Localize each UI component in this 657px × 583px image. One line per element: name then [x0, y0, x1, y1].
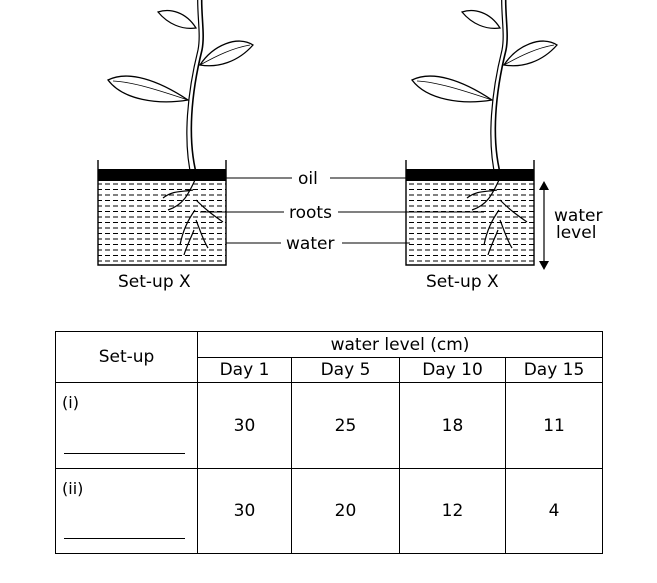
setup-left: Set-up X — [97, 0, 254, 292]
setup-right: Set-up X — [405, 0, 558, 292]
cell-value: 30 — [197, 382, 292, 469]
answer-blank — [64, 453, 185, 454]
cell-value: 25 — [291, 382, 400, 469]
setup-left-caption: Set-up X — [118, 272, 191, 292]
header-water-level: water level (cm) — [196, 331, 604, 358]
cell-value: 30 — [197, 468, 292, 554]
label-water-level-1: water — [554, 206, 602, 226]
row-id: (ii) — [62, 479, 84, 498]
experiment-diagram: Set-up X Set-up X oil roots water water … — [97, 0, 602, 292]
row-label-i: (i) — [55, 382, 198, 469]
label-roots: roots — [289, 203, 332, 223]
header-setup: Set-up — [55, 331, 198, 383]
results-table: Set-up water level (cm) Day 1 Day 5 Day … — [55, 331, 604, 554]
setup-right-caption: Set-up X — [426, 272, 499, 292]
table-row: (i) 30 25 18 11 — [55, 382, 604, 469]
cell-value: 11 — [504, 382, 604, 469]
label-oil: oil — [298, 169, 318, 189]
table-row: (ii) 30 20 12 4 — [55, 468, 604, 554]
header-day-1: Day 1 — [197, 357, 292, 383]
header-day-5: Day 5 — [291, 357, 400, 383]
cell-value: 20 — [291, 468, 400, 554]
row-id: (i) — [62, 393, 79, 412]
answer-blank — [64, 538, 185, 539]
cell-value: 18 — [399, 382, 506, 469]
header-day-10: Day 10 — [399, 357, 506, 383]
cell-value: 4 — [504, 468, 604, 554]
header-day-15: Day 15 — [504, 357, 604, 383]
cell-value: 12 — [399, 468, 506, 554]
label-water-level-2: level — [556, 223, 596, 243]
label-water: water — [286, 234, 334, 254]
row-label-ii: (ii) — [55, 468, 198, 554]
